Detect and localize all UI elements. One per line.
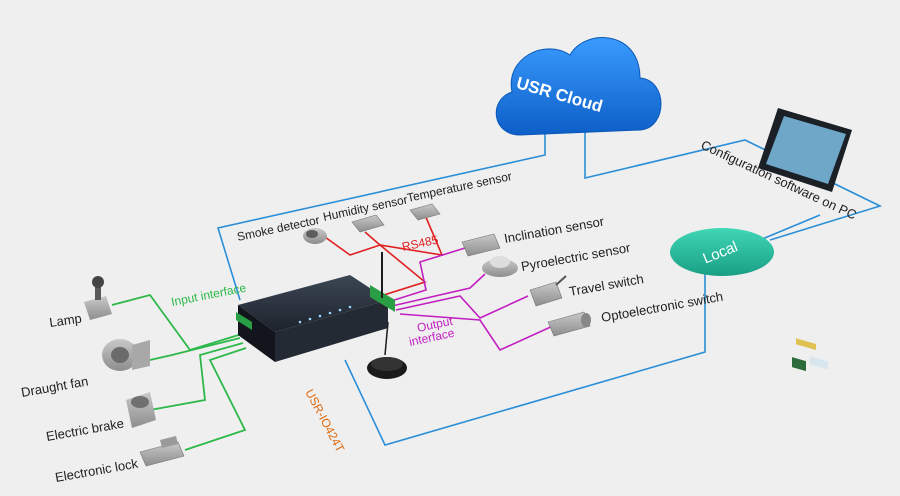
lock-label: Electronic lock xyxy=(54,456,140,485)
monitor-screen xyxy=(766,116,846,184)
travel-label: Travel switch xyxy=(568,271,645,299)
lamp-device xyxy=(84,276,112,320)
local-to-device-line xyxy=(344,270,706,446)
fan-label: Draught fan xyxy=(20,373,90,400)
screen-panel-3 xyxy=(796,338,816,350)
screen-panel xyxy=(792,357,806,372)
cloud-shape xyxy=(495,37,662,136)
humidity-sensor xyxy=(351,214,385,233)
device-model-label: USR-IO424T xyxy=(302,387,347,455)
pyro-line xyxy=(391,273,486,307)
smoke-detector xyxy=(303,228,327,244)
io-device xyxy=(236,252,407,379)
local-node: Local xyxy=(670,228,774,276)
lamp-label: Lamp xyxy=(48,311,82,330)
electric-brake-device xyxy=(126,392,156,428)
antenna-base-top xyxy=(371,357,403,371)
opto-line xyxy=(399,313,556,352)
draught-fan-device xyxy=(102,339,150,371)
device-top xyxy=(238,275,388,332)
brake-line xyxy=(149,342,244,411)
travel-switch xyxy=(529,275,567,307)
output-lines xyxy=(387,247,556,352)
local-to-pc-line xyxy=(759,214,821,241)
device-leds xyxy=(298,305,352,324)
pyroelectric-sensor xyxy=(482,256,518,277)
device-connector-green xyxy=(370,285,395,312)
usr-cloud: USR Cloud xyxy=(495,37,662,136)
pc-monitor xyxy=(758,108,852,372)
cloud-to-pc-line xyxy=(584,120,883,241)
electronic-lock-device xyxy=(139,436,185,467)
inclination-sensor xyxy=(461,233,501,257)
local-ellipse xyxy=(670,228,774,276)
antenna-cable xyxy=(384,321,389,356)
screen-panel-2 xyxy=(810,356,828,370)
pyroelectric-label: Pyroelectric sensor xyxy=(520,240,632,274)
inclination-label: Inclination sensor xyxy=(503,213,606,245)
rs485-humidity-line xyxy=(364,231,381,246)
input-lines xyxy=(111,293,247,451)
device-side xyxy=(275,300,388,362)
temperature-sensor xyxy=(409,203,441,221)
optoelectronic-switch xyxy=(547,311,591,337)
inclination-line xyxy=(387,247,466,303)
travel-line xyxy=(395,295,529,319)
device-connector-green-2 xyxy=(236,312,252,330)
brake-label: Electric brake xyxy=(45,416,125,444)
fan-line xyxy=(149,337,241,361)
lamp-line xyxy=(111,293,246,352)
input-interface-label: Input interface xyxy=(170,281,248,309)
lock-line xyxy=(184,347,247,451)
